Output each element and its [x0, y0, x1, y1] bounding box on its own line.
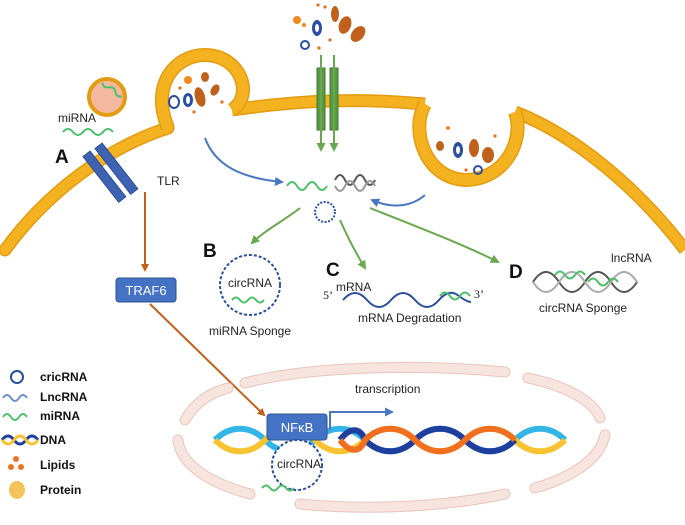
arrow-to-c: [339, 219, 367, 270]
tlr-label: TLR: [157, 174, 180, 188]
transcription-arrow: [329, 407, 394, 430]
protein-icon: [9, 481, 25, 499]
legend-label-protein: Protein: [40, 483, 81, 497]
lncrna-sponge-d: [532, 270, 638, 293]
mrna-label: mRNA: [336, 280, 371, 294]
mirna-label: miRNA: [58, 111, 96, 125]
circrna-icon: [10, 370, 24, 384]
mirna-sponge-title: miRNA Sponge: [209, 324, 291, 338]
mrna-bound-mirna: [439, 291, 471, 301]
legend: cricRNA LncRNA miRNA DNA Lipids Protein: [0, 370, 88, 499]
traf6-box: TRAF6: [115, 277, 177, 303]
arrow-to-b: [250, 207, 301, 245]
nfkb-box: NFκB: [266, 413, 328, 441]
endosome-right: [412, 100, 525, 188]
legend-label-circrna: cricRNA: [40, 370, 88, 384]
lncrna-label: lncRNA: [611, 251, 652, 265]
mirna-strand-outside: [62, 128, 114, 136]
endosome-left: [155, 47, 250, 131]
mrna-degradation-title: mRNA Degradation: [358, 311, 461, 325]
five-prime-label: 5’: [323, 288, 333, 302]
panel-d-label: D: [509, 262, 523, 283]
exosome-vesicle: [87, 77, 127, 117]
circrna-sponge-b: [219, 254, 281, 316]
lipids-icon: [8, 456, 24, 470]
central-rna-cluster: [286, 174, 376, 223]
lncrna-icon: [2, 394, 28, 402]
extracellular-cargo: [293, 3, 366, 50]
circrna-nucleus-label: circRNA: [277, 457, 321, 471]
panel-c-label: C: [326, 260, 340, 281]
legend-label-lncrna: LncRNA: [40, 390, 88, 404]
nucleus: [172, 361, 611, 513]
legend-label-mirna: miRNA: [40, 409, 80, 423]
circrna-sponge-title: circRNA Sponge: [539, 301, 627, 315]
panel-a-label: A: [55, 147, 69, 168]
endosome-right-arrow: [370, 194, 426, 207]
traf6-label: TRAF6: [125, 283, 166, 298]
panel-b-label: B: [203, 241, 217, 262]
legend-label-lipids: Lipids: [40, 458, 76, 472]
mrna-strand: [342, 291, 472, 308]
endosome-left-arrow: [204, 137, 284, 186]
circrna-center-label: circRNA: [228, 276, 272, 290]
arrow-to-d: [369, 207, 500, 263]
dna-icon: [0, 434, 40, 446]
traf6-to-nfkb-arrow: [149, 303, 266, 417]
circrna-nucleus: [261, 439, 323, 492]
tlr-receptor: [82, 142, 139, 204]
three-prime-label: 3’: [474, 287, 484, 301]
channel-receptor: [316, 55, 339, 152]
transcription-label: transcription: [355, 382, 420, 396]
nfkb-label: NFκB: [281, 420, 314, 435]
legend-label-dna: DNA: [40, 433, 66, 447]
mirna-icon: [2, 413, 28, 421]
